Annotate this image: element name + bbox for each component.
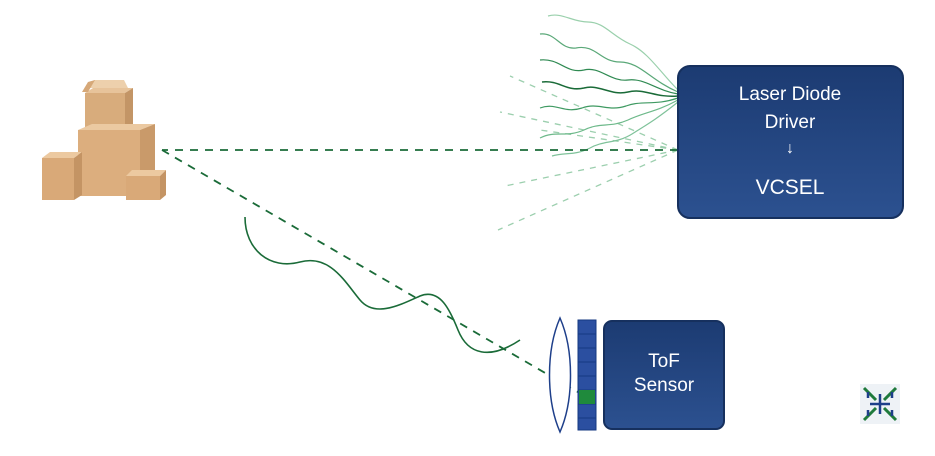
active-pixel — [579, 390, 595, 404]
reflected-light-wave — [244, 216, 521, 354]
tof-label-line1: ToF — [648, 351, 680, 372]
boxes-icon — [42, 80, 166, 200]
driver-label-line1: Laser Diode — [738, 84, 842, 105]
driver-box — [677, 65, 904, 219]
sensor-pixel-array — [577, 319, 597, 431]
logo-icon — [860, 384, 900, 424]
down-arrow-icon: ↓ — [786, 140, 794, 157]
tof-sensor-box — [603, 320, 725, 430]
emitted-light-waves — [539, 14, 679, 157]
driver-label-line2: Driver — [764, 112, 816, 133]
faint-emission-rays — [497, 75, 679, 231]
reflected-beam — [161, 149, 584, 396]
tof-label-line2: Sensor — [633, 375, 695, 396]
lens — [548, 316, 572, 434]
vcsel-label: VCSEL — [755, 176, 825, 199]
